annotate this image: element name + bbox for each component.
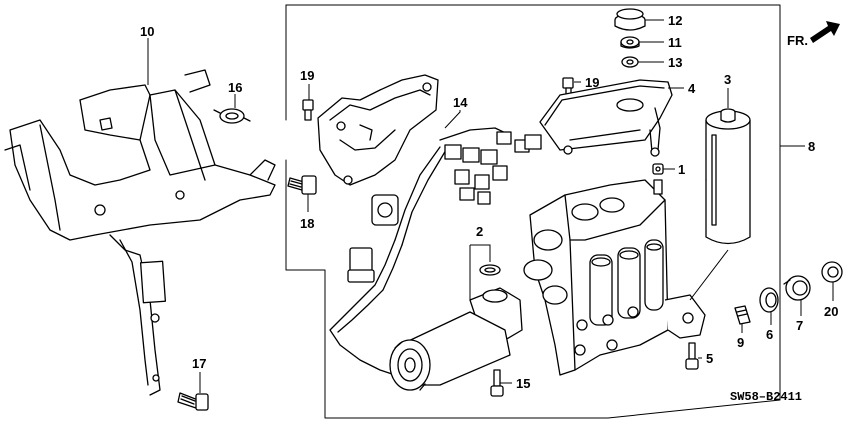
callout-20: 20 — [824, 304, 838, 319]
callout-5: 5 — [706, 351, 713, 366]
leader-lines — [147, 19, 834, 393]
callout-12: 12 — [668, 13, 682, 28]
callout-7: 7 — [796, 318, 803, 333]
callout-6: 6 — [766, 327, 773, 342]
ecu-cover — [317, 74, 439, 186]
callout-15: 15 — [516, 376, 530, 391]
washer-2 — [479, 264, 501, 276]
callout-19-right: 19 — [585, 75, 599, 90]
callout-13: 13 — [668, 55, 682, 70]
callout-9: 9 — [737, 335, 744, 350]
callout-16: 16 — [228, 80, 242, 95]
bracket-assembly — [4, 69, 276, 396]
clip-part — [213, 108, 251, 124]
grommet-13 — [621, 56, 639, 68]
reservoir-tank — [539, 79, 673, 157]
callout-10: 10 — [140, 24, 154, 39]
callout-19-left: 19 — [300, 68, 314, 83]
callout-18: 18 — [300, 216, 314, 231]
accumulator-cylinder — [705, 108, 751, 245]
callout-4: 4 — [688, 81, 696, 96]
assembly-frame — [285, 4, 781, 419]
bolt-5 — [685, 342, 699, 370]
bolt-9 — [734, 305, 751, 325]
drawing-code: SW58–B2411 — [730, 390, 802, 404]
callout-labels: 1 2 3 4 5 6 7 8 9 10 11 12 13 14 15 16 1… — [140, 13, 838, 404]
callout-1: 1 — [678, 162, 685, 177]
nut-11 — [620, 36, 640, 49]
front-direction-label: FR. — [787, 33, 808, 48]
callout-3: 3 — [724, 72, 731, 87]
nut-1 — [652, 163, 664, 175]
cap-7 — [783, 275, 811, 301]
callout-2: 2 — [476, 224, 483, 239]
pump-motor — [389, 287, 523, 391]
callout-14: 14 — [453, 95, 468, 110]
cap-12 — [614, 8, 646, 31]
front-direction-arrow — [810, 21, 840, 43]
callout-11: 11 — [668, 35, 682, 50]
wire-harness — [329, 127, 542, 376]
bolt-17 — [177, 392, 209, 411]
modulator-unit — [523, 179, 706, 376]
callout-17: 17 — [192, 356, 206, 371]
bolt-15 — [490, 369, 504, 397]
cap-6 — [759, 287, 779, 313]
callout-8: 8 — [808, 139, 815, 154]
bolt-18 — [287, 175, 317, 195]
cap-20 — [821, 261, 843, 283]
bolt-19-left — [302, 99, 314, 121]
